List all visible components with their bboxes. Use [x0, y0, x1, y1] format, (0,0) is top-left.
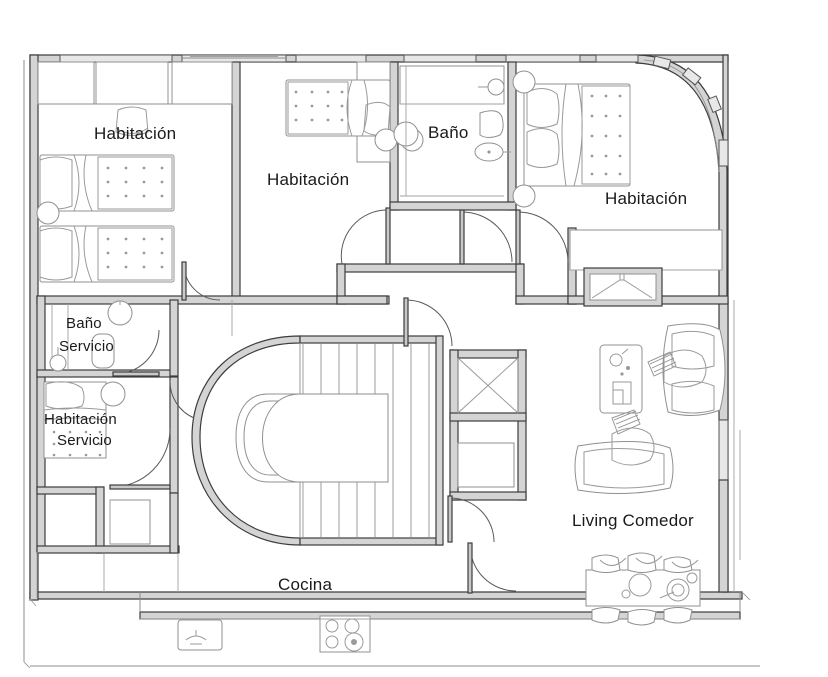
closets-top-left	[37, 61, 233, 136]
bed-left-upper	[39, 154, 175, 212]
bed-middle-room	[285, 79, 424, 152]
bathroom-main-fixtures	[393, 65, 511, 197]
bed-right-room	[512, 70, 631, 208]
bed-left-lower	[36, 201, 175, 283]
sofa-lower	[574, 409, 674, 495]
closet-bedroom-right	[569, 229, 723, 271]
kitchen-counter-bottom	[139, 592, 741, 653]
doors-upper	[181, 207, 569, 301]
kitchen-stair	[191, 335, 444, 546]
dining-table	[585, 552, 701, 626]
sofa-upper	[647, 323, 726, 416]
hall-closet-bottom	[583, 267, 663, 307]
doors-lower	[169, 297, 517, 594]
top-windows	[59, 54, 639, 63]
living-furniture	[574, 323, 726, 626]
service-rooms	[36, 295, 180, 554]
kitchen-right-closets	[449, 349, 527, 501]
plan-extra-guides	[36, 300, 751, 601]
